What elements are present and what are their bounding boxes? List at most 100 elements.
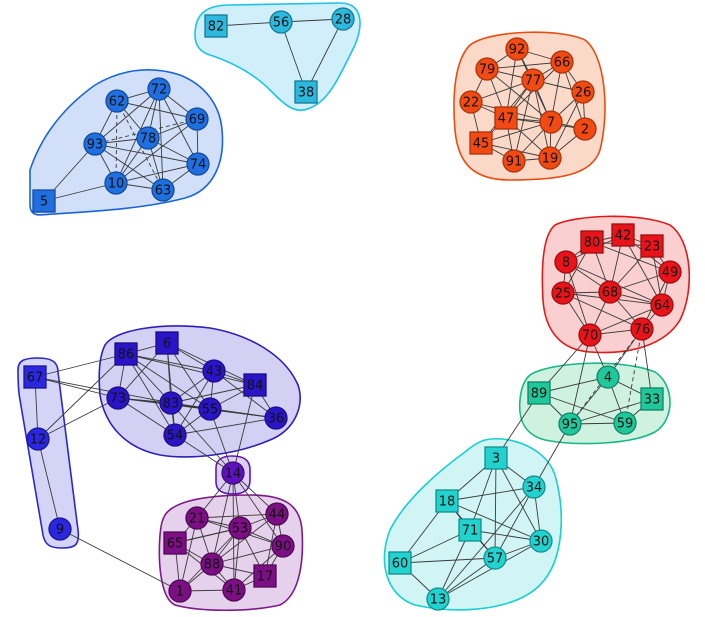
node-label-49: 49 — [662, 266, 679, 281]
node-22[interactable]: 22 — [459, 90, 483, 114]
node-label-6: 6 — [163, 337, 171, 352]
node-8[interactable]: 8 — [554, 250, 578, 274]
node-42[interactable]: 42 — [611, 223, 635, 247]
node-88[interactable]: 88 — [200, 552, 224, 576]
node-67[interactable]: 67 — [23, 365, 47, 389]
node-47[interactable]: 47 — [494, 106, 518, 130]
node-label-12: 12 — [30, 433, 47, 448]
node-shape-92 — [505, 37, 529, 61]
node-label-66: 66 — [554, 56, 571, 71]
node-60[interactable]: 60 — [388, 551, 412, 575]
node-38[interactable]: 38 — [294, 80, 318, 104]
node-91[interactable]: 91 — [502, 149, 526, 173]
node-label-25: 25 — [555, 287, 572, 302]
node-86[interactable]: 86 — [114, 342, 138, 366]
node-label-43: 43 — [206, 365, 223, 380]
node-4[interactable]: 4 — [596, 365, 620, 389]
node-shape-89 — [527, 381, 551, 405]
node-label-80: 80 — [584, 236, 601, 251]
node-23[interactable]: 23 — [640, 234, 664, 258]
node-label-74: 74 — [190, 158, 207, 173]
node-90[interactable]: 90 — [271, 534, 295, 558]
node-36[interactable]: 36 — [264, 406, 288, 430]
node-74[interactable]: 74 — [186, 152, 210, 176]
edge-84-14 — [232, 384, 256, 474]
node-25[interactable]: 25 — [551, 281, 575, 305]
edge-56-38 — [280, 21, 307, 93]
node-73[interactable]: 73 — [106, 386, 130, 410]
node-label-9: 9 — [56, 523, 64, 538]
node-78[interactable]: 78 — [136, 126, 160, 150]
node-shape-10 — [104, 171, 128, 195]
node-66[interactable]: 66 — [550, 50, 574, 74]
node-label-57: 57 — [487, 552, 504, 567]
node-13[interactable]: 13 — [426, 587, 450, 611]
node-56[interactable]: 56 — [269, 10, 293, 34]
node-10[interactable]: 10 — [104, 171, 128, 195]
node-76[interactable]: 76 — [630, 317, 654, 341]
node-49[interactable]: 49 — [658, 260, 682, 284]
node-89[interactable]: 89 — [527, 381, 551, 405]
node-28[interactable]: 28 — [331, 7, 355, 31]
node-82[interactable]: 82 — [204, 14, 228, 38]
node-43[interactable]: 43 — [202, 359, 226, 383]
node-53[interactable]: 53 — [228, 516, 252, 540]
node-34[interactable]: 34 — [522, 475, 546, 499]
node-55[interactable]: 55 — [198, 397, 222, 421]
node-18[interactable]: 18 — [435, 489, 459, 513]
node-3[interactable]: 3 — [484, 446, 508, 470]
node-33[interactable]: 33 — [640, 387, 664, 411]
node-65[interactable]: 65 — [163, 531, 187, 555]
node-83[interactable]: 83 — [159, 391, 183, 415]
node-21[interactable]: 21 — [185, 506, 209, 530]
node-9[interactable]: 9 — [48, 517, 72, 541]
node-label-86: 86 — [118, 348, 135, 363]
node-12[interactable]: 12 — [26, 427, 50, 451]
node-95[interactable]: 95 — [558, 412, 582, 436]
node-26[interactable]: 26 — [571, 80, 595, 104]
node-79[interactable]: 79 — [475, 57, 499, 81]
edge-18-30 — [446, 500, 542, 542]
node-label-76: 76 — [634, 323, 651, 338]
node-14[interactable]: 14 — [221, 461, 245, 485]
node-62[interactable]: 62 — [105, 89, 129, 113]
node-17[interactable]: 17 — [253, 564, 277, 588]
node-84[interactable]: 84 — [243, 373, 267, 397]
node-shape-64 — [650, 293, 674, 317]
node-64[interactable]: 64 — [650, 293, 674, 317]
node-72[interactable]: 72 — [147, 77, 171, 101]
node-68[interactable]: 68 — [598, 280, 622, 304]
node-label-19: 19 — [542, 152, 559, 167]
node-93[interactable]: 93 — [83, 132, 107, 156]
node-label-79: 79 — [479, 63, 496, 78]
node-5[interactable]: 5 — [32, 189, 56, 213]
node-19[interactable]: 19 — [538, 146, 562, 170]
node-45[interactable]: 45 — [469, 131, 493, 155]
node-label-92: 92 — [509, 43, 526, 58]
node-80[interactable]: 80 — [580, 230, 604, 254]
node-71[interactable]: 71 — [458, 518, 482, 542]
node-57[interactable]: 57 — [483, 546, 507, 570]
node-label-89: 89 — [531, 387, 548, 402]
node-30[interactable]: 30 — [529, 529, 553, 553]
node-44[interactable]: 44 — [265, 502, 289, 526]
node-7[interactable]: 7 — [539, 110, 563, 134]
node-6[interactable]: 6 — [155, 331, 179, 355]
node-63[interactable]: 63 — [151, 178, 175, 202]
node-41[interactable]: 41 — [222, 578, 246, 602]
node-92[interactable]: 92 — [505, 37, 529, 61]
edge-76-33 — [641, 328, 653, 400]
node-shape-17 — [253, 564, 277, 588]
node-2[interactable]: 2 — [573, 117, 597, 141]
node-label-3: 3 — [492, 452, 500, 467]
edge-72-93 — [94, 88, 160, 145]
node-1[interactable]: 1 — [168, 579, 192, 603]
node-shape-22 — [459, 90, 483, 114]
node-59[interactable]: 59 — [613, 411, 637, 435]
node-shape-56 — [269, 10, 293, 34]
node-69[interactable]: 69 — [185, 107, 209, 131]
edge-71-30 — [469, 529, 542, 542]
node-70[interactable]: 70 — [578, 323, 602, 347]
node-54[interactable]: 54 — [163, 423, 187, 447]
node-77[interactable]: 77 — [521, 68, 545, 92]
